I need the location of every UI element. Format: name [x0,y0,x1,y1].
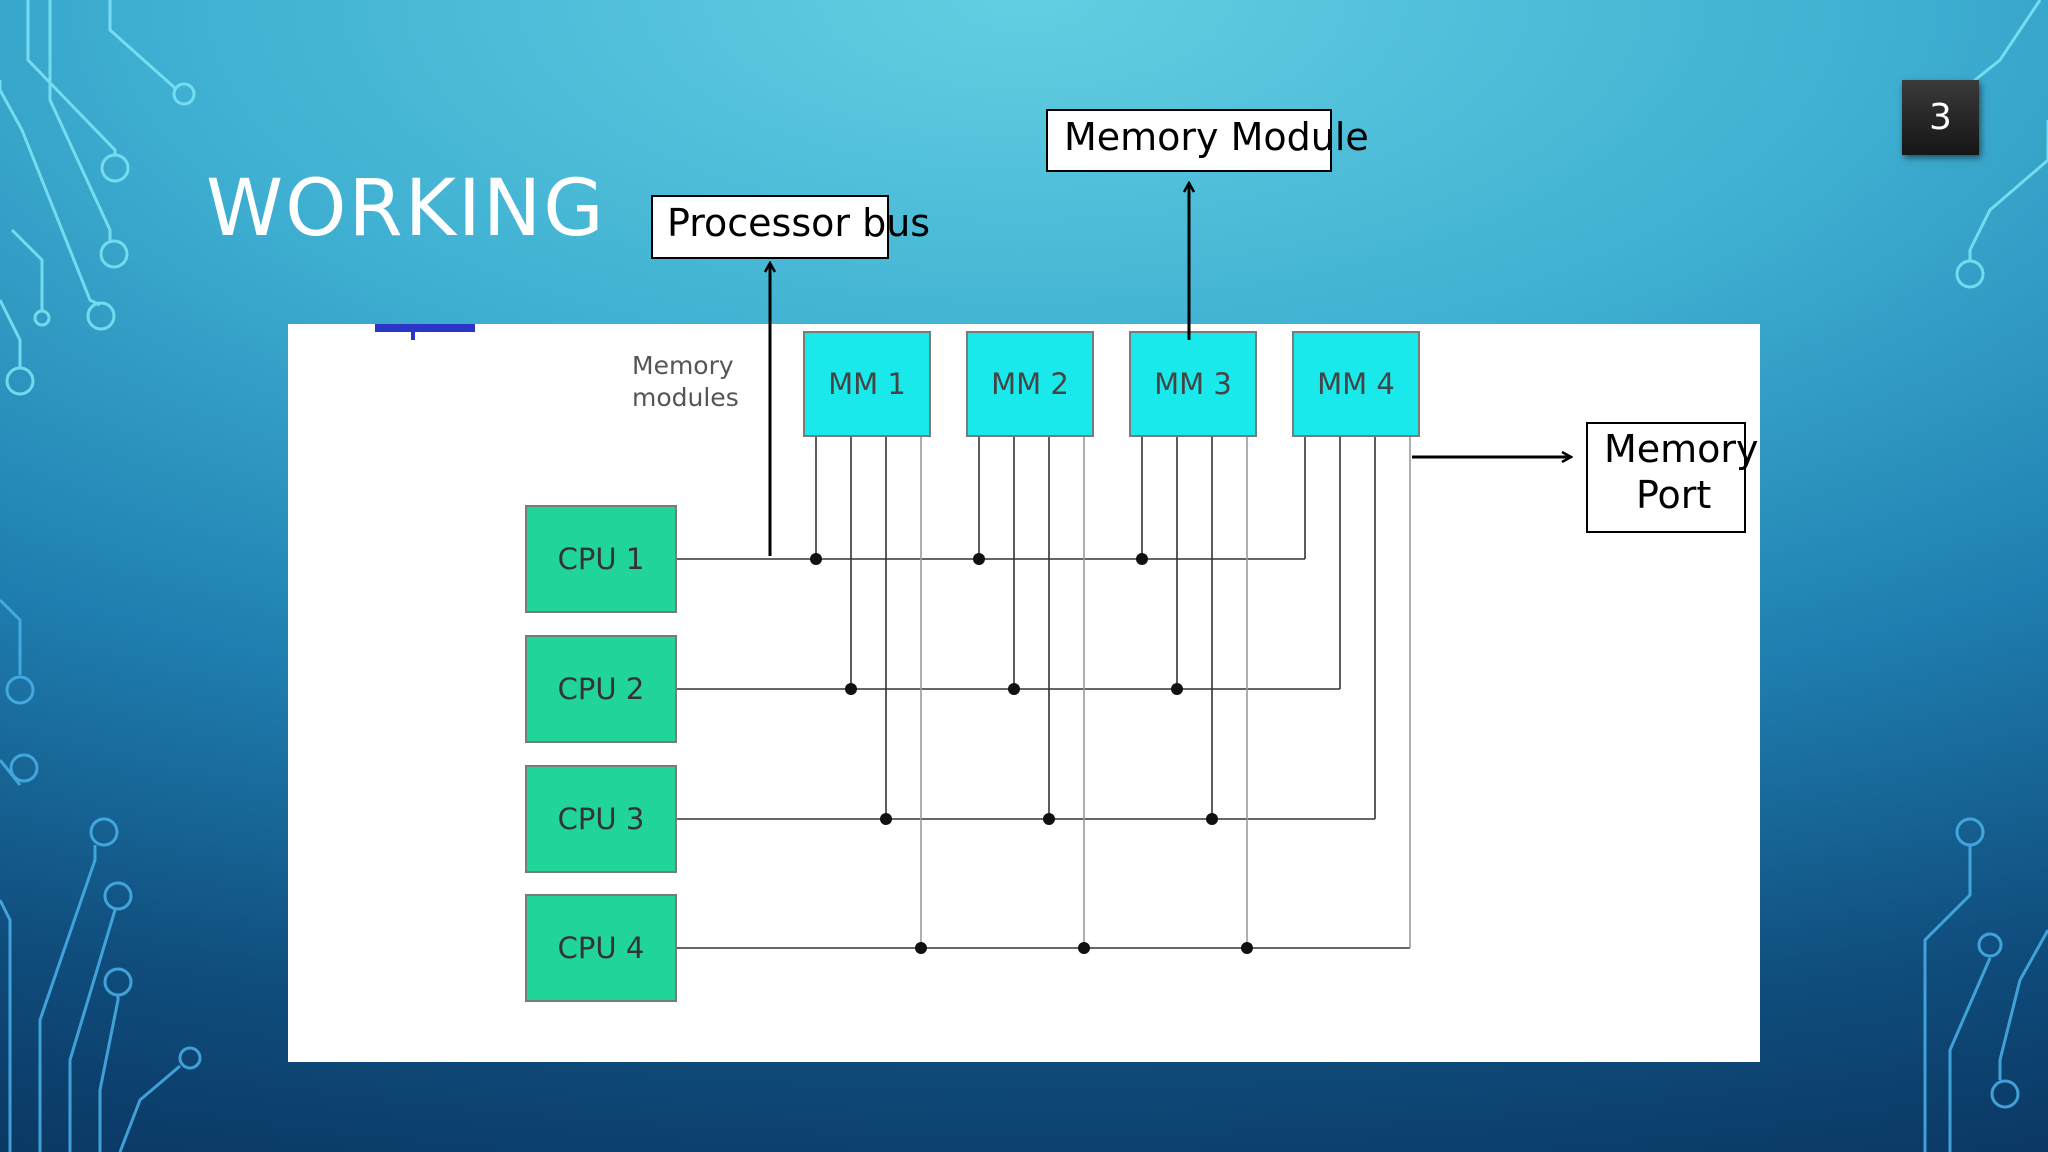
memory-module-callout: Memory Module [1046,109,1369,172]
processor-bus-label: Processor bus [667,201,931,245]
memory-module-label: MM 3 [1154,367,1232,401]
crosspoint-dot [1008,683,1020,695]
memory-module-label: MM 4 [1317,367,1395,401]
memory-module-box [1129,331,1257,437]
memory-modules-label-line1: Memory [632,351,734,380]
cpu-boxes: CPU 1 CPU 2 CPU 3 CPU 4 [525,505,677,1002]
memory-modules-label-line2: modules [632,383,739,412]
page-number-badge: 3 [1902,80,1979,155]
cpu-label: CPU 1 [558,542,645,576]
crosspoint-dot [1206,813,1218,825]
cpu-box [525,894,677,1002]
crosspoint-dot [1241,942,1253,954]
cpu-box [525,505,677,613]
blue-fragment-stem [411,324,415,340]
crosspoint-dot [1171,683,1183,695]
cpu-label: CPU 3 [558,802,645,836]
memory-port-label-line1: Memory [1604,427,1759,471]
crosspoint-dot [1078,942,1090,954]
cpu-label: CPU 2 [558,672,645,706]
cpu-label: CPU 4 [558,931,645,965]
memory-module-label: MM 2 [991,367,1069,401]
bus-wires [676,436,1411,949]
memory-module-box [803,331,931,437]
cpu-box [525,765,677,873]
memory-module-label: MM 1 [828,367,906,401]
crosspoint-dot [880,813,892,825]
memory-port-callout: Memory Port [1586,422,1759,533]
crosspoint-dot [810,553,822,565]
memory-module-box [1292,331,1420,437]
memory-module-label: Memory Module [1064,115,1369,159]
crosspoint-dot [1136,553,1148,565]
crosspoint-dot [845,683,857,695]
memory-port-label-line2: Port [1636,473,1712,517]
crosspoint-dot [915,942,927,954]
processor-bus-callout: Processor bus [651,195,930,259]
cpu-box [525,635,677,743]
crosspoint-dot [973,553,985,565]
memory-module-box [966,331,1094,437]
crosspoint-dot [1043,813,1055,825]
blue-fragment [375,324,475,332]
crosspoint-dots [810,553,1253,954]
memory-module-boxes: MM 1 MM 2 MM 3 MM 4 [803,331,1420,437]
slide-title: WORKING [206,164,606,254]
